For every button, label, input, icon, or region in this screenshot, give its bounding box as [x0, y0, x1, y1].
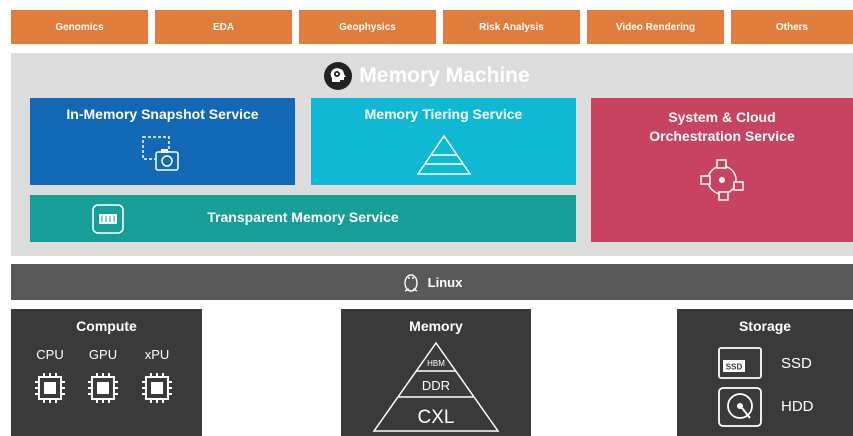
memory-box: Memory HBM DDR CXL [341, 309, 531, 436]
memory-module-icon [92, 204, 124, 234]
app-risk-analysis: Risk Analysis [443, 10, 580, 44]
orchestration-title-line2: Orchestration Service [649, 128, 795, 144]
ssd-label: SSD [781, 355, 812, 372]
cpu-chip-icon [35, 373, 65, 403]
memory-tier-pyramid: HBM DDR CXL [372, 341, 500, 432]
cpu-label: CPU [36, 347, 64, 362]
ssd-icon: SSD [718, 347, 762, 379]
memory-machine-header: Memory Machine [0, 60, 853, 92]
ssd-icon-label: SSD [726, 363, 743, 372]
linux-bar: Linux [11, 264, 853, 300]
app-genomics: Genomics [11, 10, 148, 44]
tier-cxl: CXL [418, 407, 455, 428]
gpu-chip-icon [88, 373, 118, 403]
snapshot-service-title: In-Memory Snapshot Service [66, 106, 259, 122]
memory-machine-title: Memory Machine [359, 64, 530, 87]
app-eda: EDA [155, 10, 292, 44]
storage-title: Storage [738, 318, 792, 334]
system-cloud-orchestration-service: System & Cloud Orchestration Service [591, 98, 853, 242]
transparent-service-title: Transparent Memory Service [207, 209, 399, 225]
penguin-icon [403, 274, 418, 292]
camera-snapshot-icon [142, 136, 179, 171]
orchestration-network-icon [700, 159, 744, 201]
app-video-rendering: Video Rendering [587, 10, 724, 44]
app-others: Others [731, 10, 853, 44]
gpu-label: GPU [88, 347, 118, 362]
in-memory-snapshot-service: In-Memory Snapshot Service [30, 98, 295, 185]
compute-title: Compute [76, 318, 137, 334]
hdd-icon [718, 387, 762, 427]
tier-ddr: DDR [422, 378, 450, 393]
head-gear-icon [324, 62, 353, 90]
compute-box: Compute CPU GPU xPU [11, 309, 202, 436]
tier-hbm: HBM [427, 359, 445, 368]
transparent-memory-service: Transparent Memory Service [30, 195, 576, 242]
hdd-label: HDD [781, 398, 814, 415]
app-geophysics: Geophysics [299, 10, 436, 44]
orchestration-title-line1: System & Cloud [668, 109, 776, 125]
pyramid-icon [416, 134, 472, 175]
linux-label: Linux [427, 274, 463, 290]
xpu-chip-icon [142, 373, 172, 403]
storage-box: Storage SSD SSD HDD [677, 309, 853, 436]
memory-title: Memory [409, 318, 463, 334]
tiering-service-title: Memory Tiering Service [364, 106, 523, 122]
xpu-label: xPU [144, 347, 170, 362]
memory-tiering-service: Memory Tiering Service [311, 98, 576, 185]
